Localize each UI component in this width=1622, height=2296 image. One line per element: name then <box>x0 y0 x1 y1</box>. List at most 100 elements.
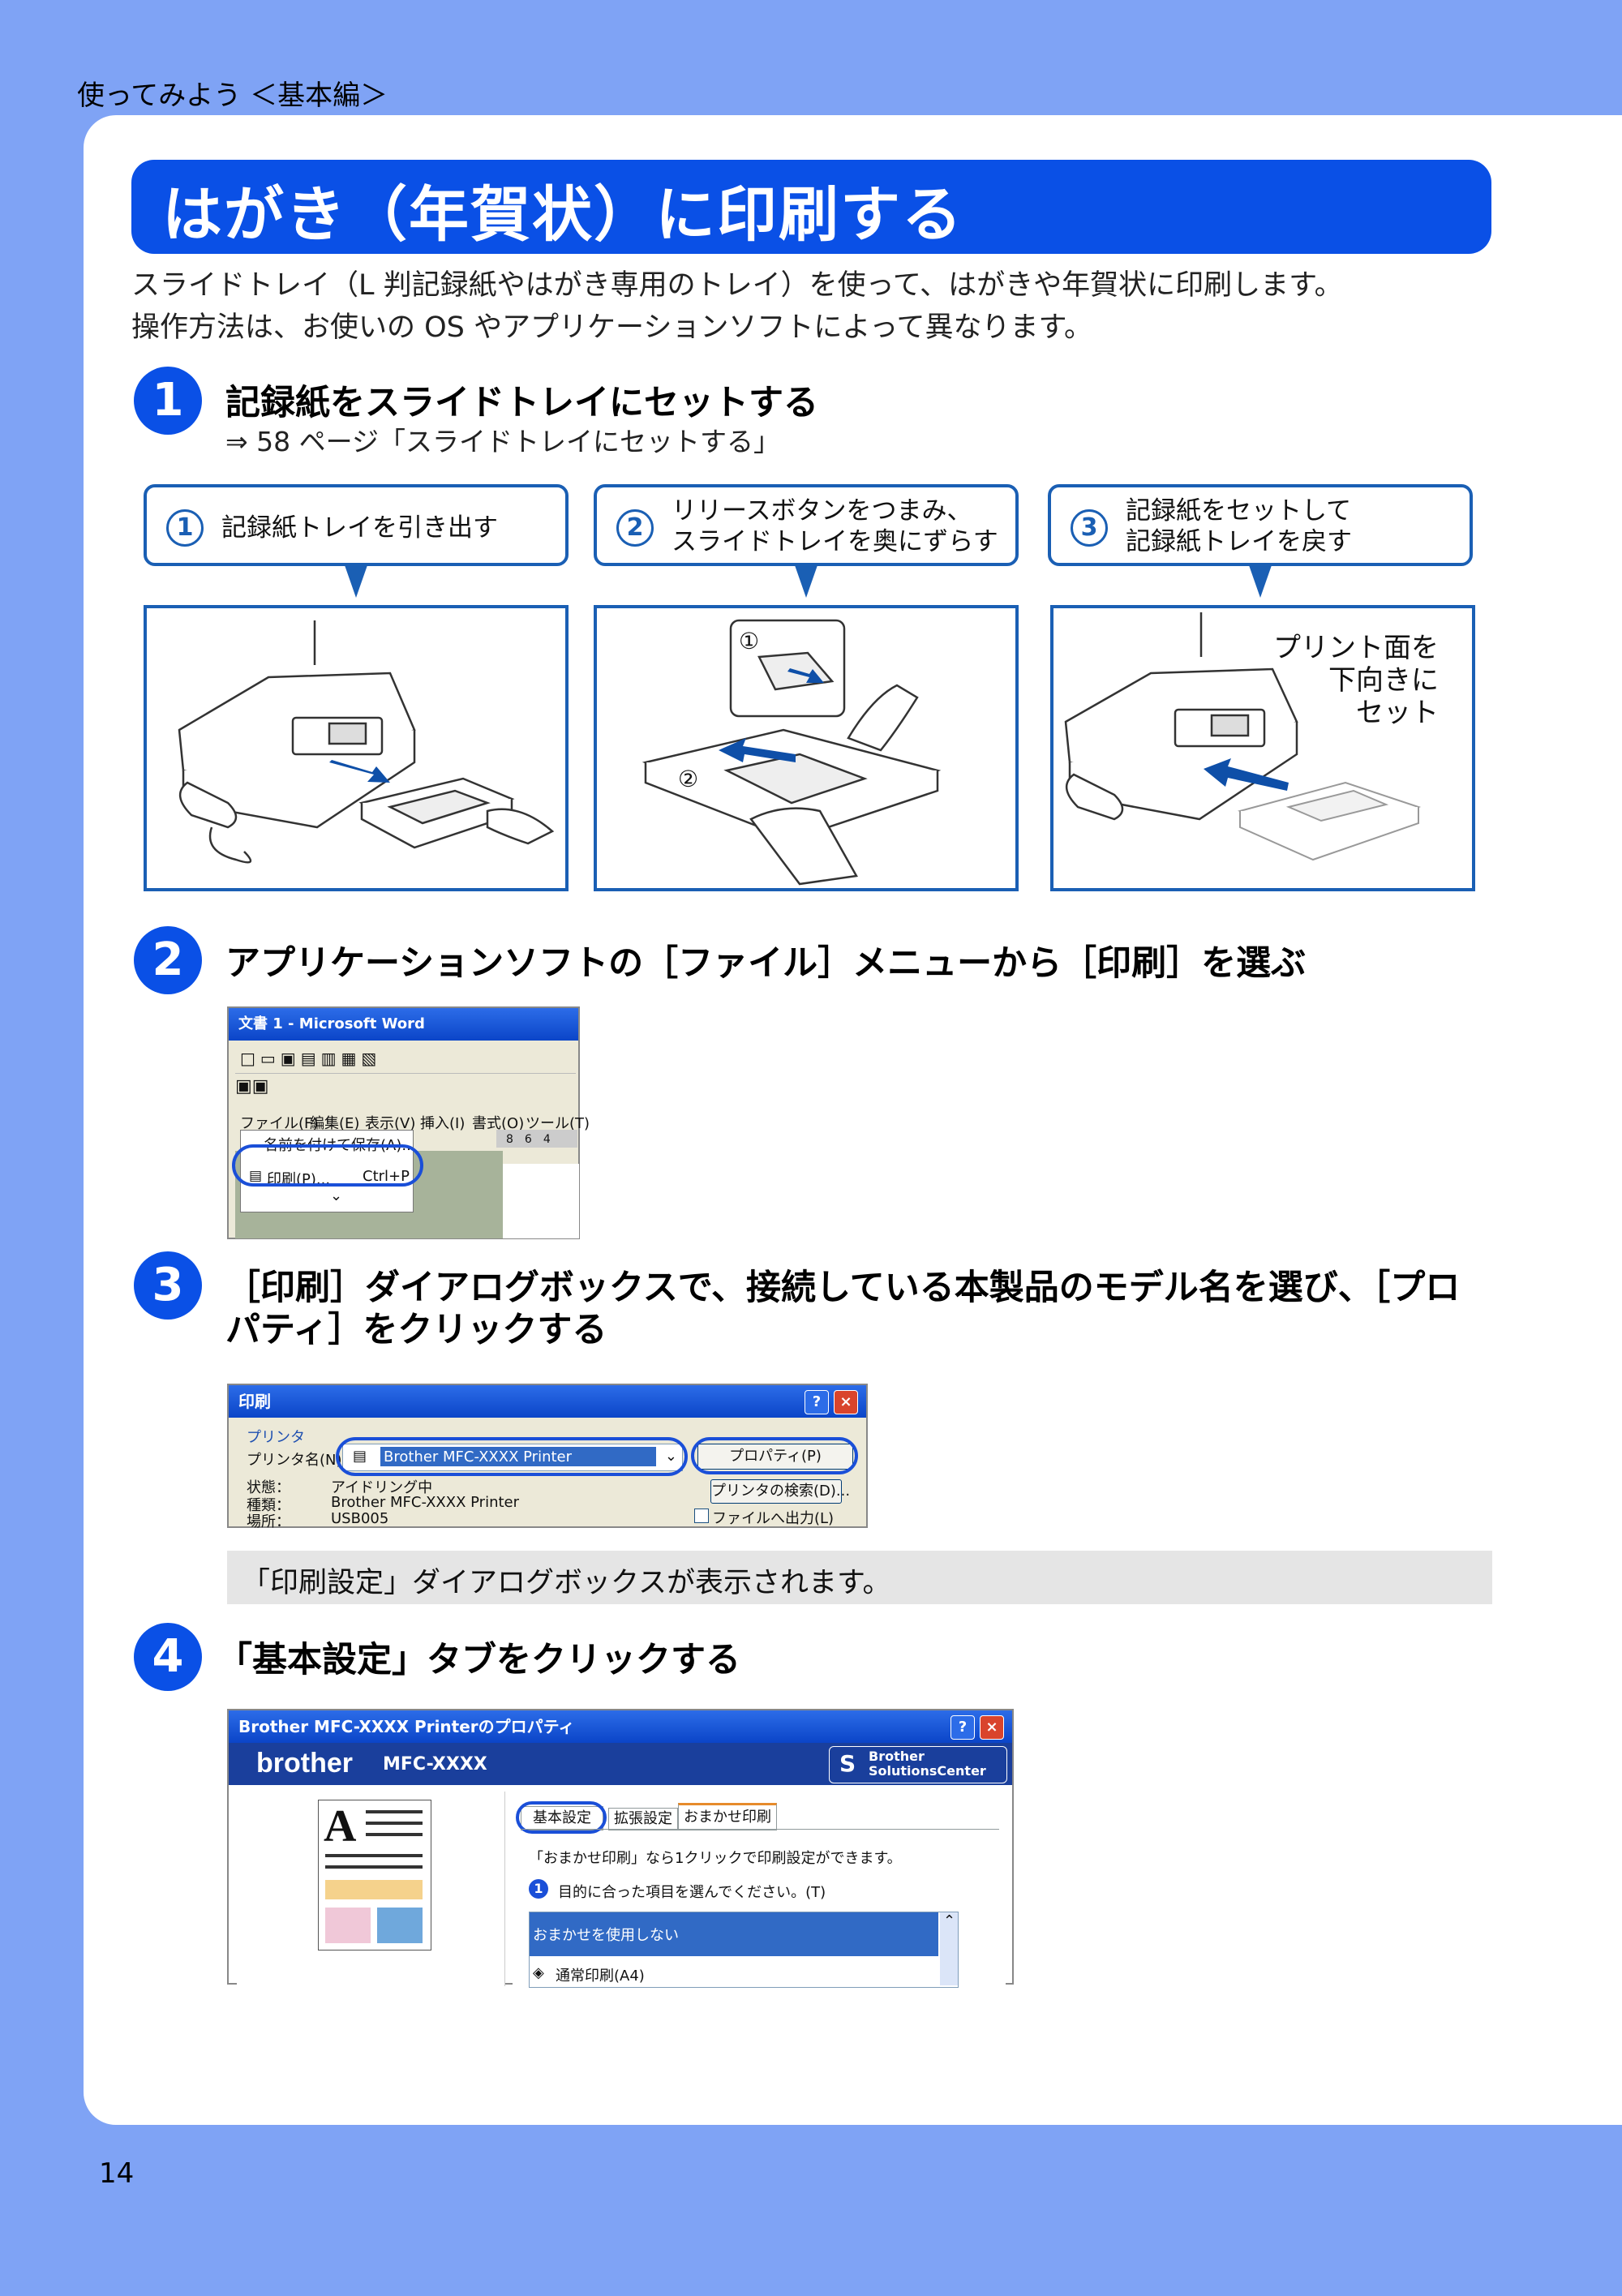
properties-button[interactable]: プロパティ(P) <box>697 1444 853 1470</box>
printer-select-highlight <box>336 1437 688 1476</box>
brand-banner: brother MFC-XXXX S Brother SolutionsCent… <box>229 1743 1012 1785</box>
scroll-up-icon[interactable]: ⌃ <box>943 1912 956 1929</box>
find-printer-button-label: プリンタの検索(D)... <box>711 1483 851 1500</box>
print-dialog-title: 印刷 <box>229 1385 866 1418</box>
preview-line <box>325 1854 423 1857</box>
callout-1: 1 記録紙トレイを引き出す <box>144 484 569 566</box>
settings-pane: 基本設定 拡張設定 おまかせ印刷 「おまかせ印刷」なら1クリックで印刷設定ができ… <box>513 1792 1006 1988</box>
file-output-checkbox[interactable] <box>694 1508 709 1523</box>
printer-name-select[interactable]: ▤ Brother MFC-XXXX Printer ⌄ <box>342 1444 683 1471</box>
find-printer-button[interactable]: プリンタの検索(D)... <box>710 1479 850 1504</box>
step-2-title: アプリケーションソフトの［ファイル］メニューから［印刷］を選ぶ <box>225 943 1307 984</box>
status-label: 状態： <box>247 1479 290 1496</box>
callout-2-line-1: リリースボタンをつまみ、 <box>672 496 972 526</box>
menu-item-print-shortcut: Ctrl+P <box>363 1168 410 1185</box>
place-value: USB005 <box>331 1510 389 1527</box>
step-2-number: 2 <box>134 926 202 994</box>
step-3-title-line-2: パティ］をクリックする <box>225 1310 607 1350</box>
slide-tray-illustration: ① ② <box>642 619 942 886</box>
illustration-panel-2: ① ② <box>594 605 1019 891</box>
tab-auto-print[interactable]: おまかせ印刷 <box>678 1803 777 1830</box>
callout-3-line-1: 記録紙をセットして <box>1126 496 1352 526</box>
result-note: 「印刷設定」ダイアログボックスが表示されます。 <box>242 1567 891 1599</box>
preview-line <box>325 1865 423 1869</box>
step-3-title-line-1: ［印刷］ダイアログボックスで、接続している本製品のモデル名を選び、［プロ <box>225 1268 1461 1308</box>
word-toolbar-2: ▣▣ <box>235 1076 292 1104</box>
auto-print-message: 「おまかせ印刷」なら1クリックで印刷設定ができます。 <box>529 1850 902 1867</box>
step-1-title: 記録紙をスライドトレイにセットする <box>225 383 818 423</box>
word-menubar: ファイル(F) 編集(E) 表示(V) 挿入(I) 書式(O) ツール(T) <box>235 1109 590 1133</box>
properties-button-label: プロパティ(P) <box>729 1448 822 1465</box>
brand-logo: brother <box>256 1748 353 1779</box>
list-item-selected[interactable]: おまかせを使用しない <box>530 1912 938 1956</box>
menu-view[interactable]: 表示(V) <box>365 1115 416 1132</box>
preview-photo <box>377 1908 423 1943</box>
menu-file[interactable]: ファイル(F) <box>240 1115 319 1132</box>
tray-note-line-3: セット <box>1356 697 1439 729</box>
chapter-header: 使ってみよう ＜基本編＞ <box>77 79 388 112</box>
help-button[interactable]: ? <box>805 1390 829 1414</box>
step-4-title: 「基本設定」タブをクリックする <box>217 1640 740 1680</box>
tab-advanced[interactable]: 拡張設定 <box>608 1808 678 1830</box>
preview-page: A <box>318 1800 431 1951</box>
step-4-number: 4 <box>134 1623 202 1691</box>
menu-insert[interactable]: 挿入(I) <box>420 1115 466 1132</box>
step-1-reference[interactable]: ⇒ 58 ページ「スライドトレイにセットする」 <box>225 426 780 457</box>
callout-2-line-2: スライドトレイを奥にずらす <box>672 527 998 556</box>
callout-2: 2 リリースボタンをつまみ、 スライドトレイを奥にずらす <box>594 484 1019 566</box>
callout-2-tail <box>795 565 817 598</box>
properties-highlight <box>691 1437 858 1474</box>
callout-3-tail <box>1249 565 1272 598</box>
help-button[interactable]: ? <box>950 1715 975 1740</box>
solutions-center-link[interactable]: S Brother SolutionsCenter <box>829 1746 1007 1783</box>
properties-dialog-screenshot: Brother MFC-XXXX Printerのプロパティ ? × broth… <box>227 1709 1014 1988</box>
result-note-box <box>227 1551 1492 1604</box>
tab-basic-highlight <box>516 1801 607 1834</box>
menu-tools[interactable]: ツール(T) <box>526 1115 590 1132</box>
list-scrollbar[interactable]: ⌃ <box>940 1912 958 1985</box>
callout-1-text: 記録紙トレイを引き出す <box>221 513 498 543</box>
close-button[interactable]: × <box>980 1715 1004 1740</box>
tab-auto-print-label: おまかせ印刷 <box>684 1809 771 1826</box>
callout-1-tail <box>345 565 367 598</box>
illustration-panel-1 <box>144 605 569 891</box>
close-button[interactable]: × <box>834 1390 858 1414</box>
callout-3: 3 記録紙をセットして 記録紙トレイを戻す <box>1048 484 1473 566</box>
menu-edit[interactable]: 編集(E) <box>310 1115 360 1132</box>
ruler: 8 6 4 <box>496 1130 577 1148</box>
instruction-number: 1 <box>529 1879 548 1899</box>
auto-print-list[interactable]: おまかせを使用しない ◈ 通常印刷(A4) ⌃ <box>529 1912 959 1988</box>
print-dialog-screenshot: 印刷 ? × プリンタ プリンタ名(N): ▤ Brother MFC-XXXX… <box>227 1384 868 1530</box>
menu-format[interactable]: 書式(O) <box>472 1115 525 1132</box>
tab-advanced-label: 拡張設定 <box>614 1810 672 1827</box>
word-toolbar: □▭▣▤▥▦▧ <box>235 1045 576 1074</box>
preview-table <box>325 1880 423 1899</box>
solutions-center-line-2: SolutionsCenter <box>869 1763 986 1779</box>
intro-line-2: 操作方法は、お使いの OS やアプリケーションソフトによって異なります。 <box>131 311 1093 344</box>
document-page <box>503 1164 579 1238</box>
model-name: MFC-XXXX <box>383 1754 487 1775</box>
type-label: 種類： <box>247 1497 290 1514</box>
pdf-icon[interactable]: ▣▣ <box>235 1076 269 1097</box>
inset-label-2: ② <box>678 766 698 792</box>
printer-name-label: プリンタ名(N): <box>247 1452 347 1469</box>
callout-2-number: 2 <box>616 509 654 547</box>
printer-group-label: プリンタ <box>247 1429 305 1446</box>
solutions-center-icon: S <box>839 1750 856 1777</box>
title-bar <box>131 160 1491 254</box>
printer-name-selection: Brother MFC-XXXX Printer <box>380 1447 656 1466</box>
printer-tray-in-illustration: プリント面を 下向きに セット <box>1064 612 1439 861</box>
preview-pane: A <box>237 1792 505 1986</box>
print-menu-highlight <box>232 1144 423 1187</box>
step-1-number: 1 <box>134 367 202 435</box>
list-item-normal-a4[interactable]: 通常印刷(A4) <box>556 1968 645 1985</box>
preview-line <box>366 1822 423 1825</box>
menu-expand-icon[interactable]: ⌄ <box>330 1187 343 1204</box>
toolbar-icons: □▭▣▤▥▦▧ <box>240 1049 382 1068</box>
tray-note-line-2: 下向きに <box>1328 664 1439 697</box>
type-value: Brother MFC-XXXX Printer <box>331 1494 520 1511</box>
illustration-panel-3: プリント面を 下向きに セット <box>1050 605 1475 891</box>
list-item-icon: ◈ <box>533 1964 544 1981</box>
callout-1-number: 1 <box>166 509 204 547</box>
properties-dialog-title: Brother MFC-XXXX Printerのプロパティ <box>229 1710 1012 1743</box>
